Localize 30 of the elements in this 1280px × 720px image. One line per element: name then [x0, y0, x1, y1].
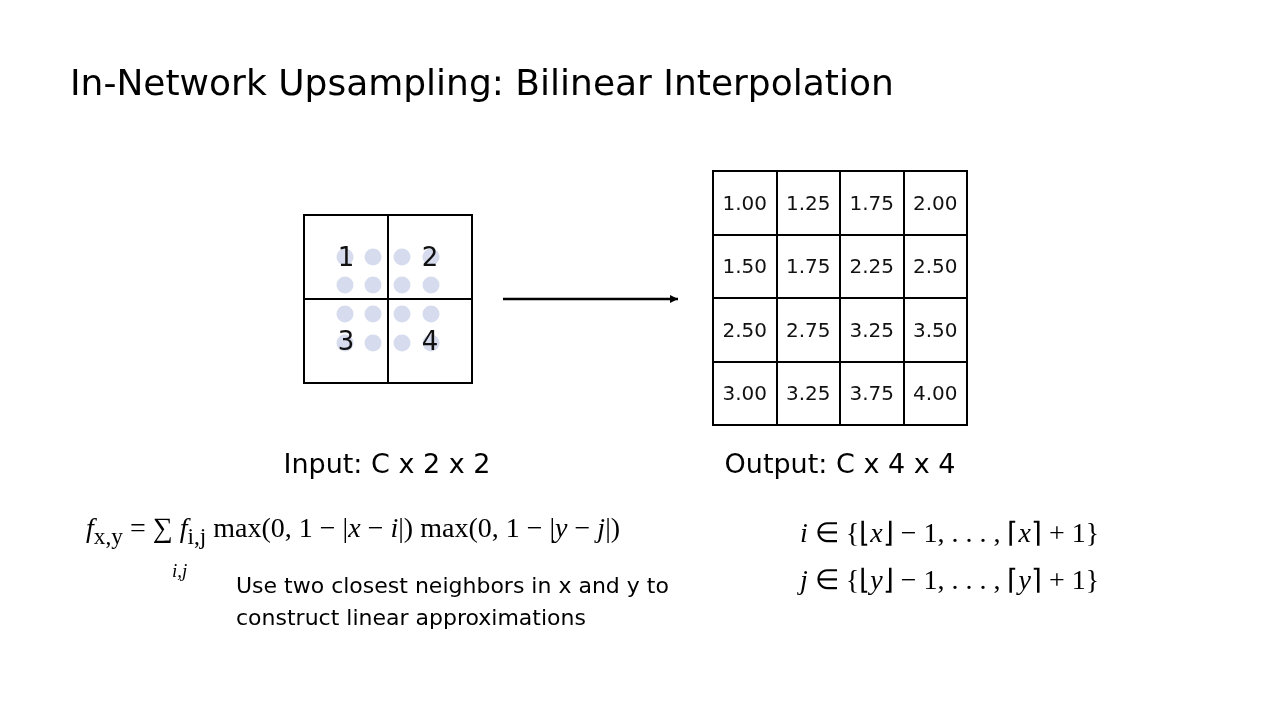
cell-value: 1.75: [786, 254, 831, 279]
formula: f$_{x,y}$ = ∑ f$_{i,j}$ max(0, 1 − |x − i|) max(0, 1 − |y − j|): [86, 512, 621, 550]
cell-value: 1.50: [722, 254, 767, 279]
sum-subscript: i,j: [172, 560, 188, 582]
cell-value: 2.75: [786, 317, 831, 342]
note-text: Use two closest neighbors in x and y to construct linear approximations: [236, 572, 670, 632]
cell-value: 3.00: [722, 381, 767, 406]
grid-caption: Input: C x 2 x 2: [283, 448, 491, 479]
cell-value: 1.25: [786, 190, 831, 215]
cell-value: 2.50: [722, 317, 767, 342]
grid-table: [712, 170, 968, 426]
cell-value: 2.25: [849, 254, 894, 279]
cell-value: 3.25: [786, 381, 831, 406]
arrow: [503, 295, 678, 303]
cell-value: 3.75: [849, 381, 894, 406]
cell-value: 4.00: [913, 381, 958, 406]
index-range: i ∈ {⌊x⌋ − 1, . . . , ⌈x⌉ + 1}: [800, 516, 1100, 549]
cell-value: 2: [421, 242, 439, 272]
cell-value: 3: [337, 326, 355, 356]
cell-value: 1: [337, 242, 355, 272]
cell-value: 1.75: [849, 190, 894, 215]
cell-value: 2.00: [913, 190, 958, 215]
slide-title: In-Network Upsampling: Bilinear Interpolation: [70, 62, 894, 103]
cell-value: 2.50: [913, 254, 958, 279]
cell-value: 1.00: [722, 190, 767, 215]
cell-value: 3.25: [849, 317, 894, 342]
cell-value: 3.50: [913, 317, 958, 342]
grid-table: [303, 214, 473, 384]
cell-value: 4: [421, 326, 439, 356]
grid-caption: Output: C x 4 x 4: [724, 448, 956, 479]
